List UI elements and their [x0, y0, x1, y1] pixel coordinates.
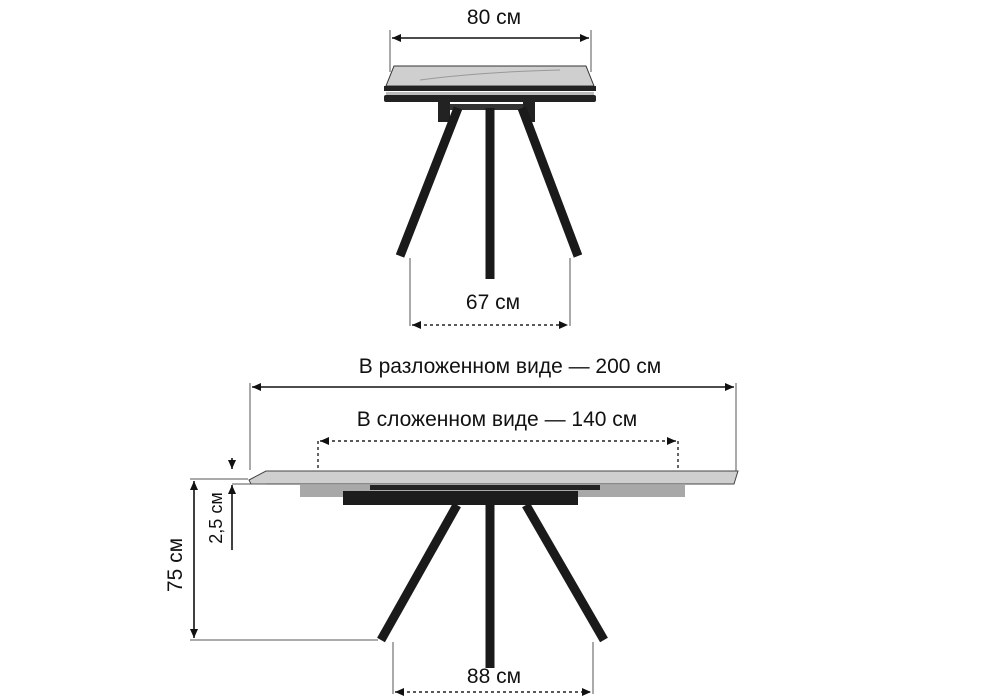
base-label: 88 см: [467, 665, 521, 688]
leg-left: [395, 106, 463, 258]
extension-edge: [384, 95, 596, 102]
folded-length-label: В сложенном виде — 140 см: [357, 408, 637, 431]
extension-layer: [386, 92, 594, 95]
side-view-table: В разложенном виде — 200 см В сложенном …: [164, 355, 739, 696]
underframe: [450, 104, 523, 110]
height-label: 75 см: [164, 538, 187, 592]
leg-left: [377, 502, 461, 643]
base-label: 67 см: [466, 291, 520, 314]
tabletop: [385, 65, 595, 87]
tabletop-extended: [248, 470, 739, 485]
tabletop-edge: [384, 86, 596, 91]
width-label: 80 см: [467, 6, 521, 29]
marble-vein: [419, 69, 561, 81]
underframe-bar: [343, 491, 578, 505]
end-view-table: 80 см 67 см: [384, 6, 596, 329]
leg-right: [517, 106, 583, 258]
extended-length-label: В разложенном виде — 200 см: [359, 355, 661, 378]
thickness-label: 2,5 см: [206, 492, 226, 543]
bracket-left: [438, 102, 450, 122]
leg-right: [522, 502, 608, 643]
mechanism-rail: [370, 485, 600, 490]
